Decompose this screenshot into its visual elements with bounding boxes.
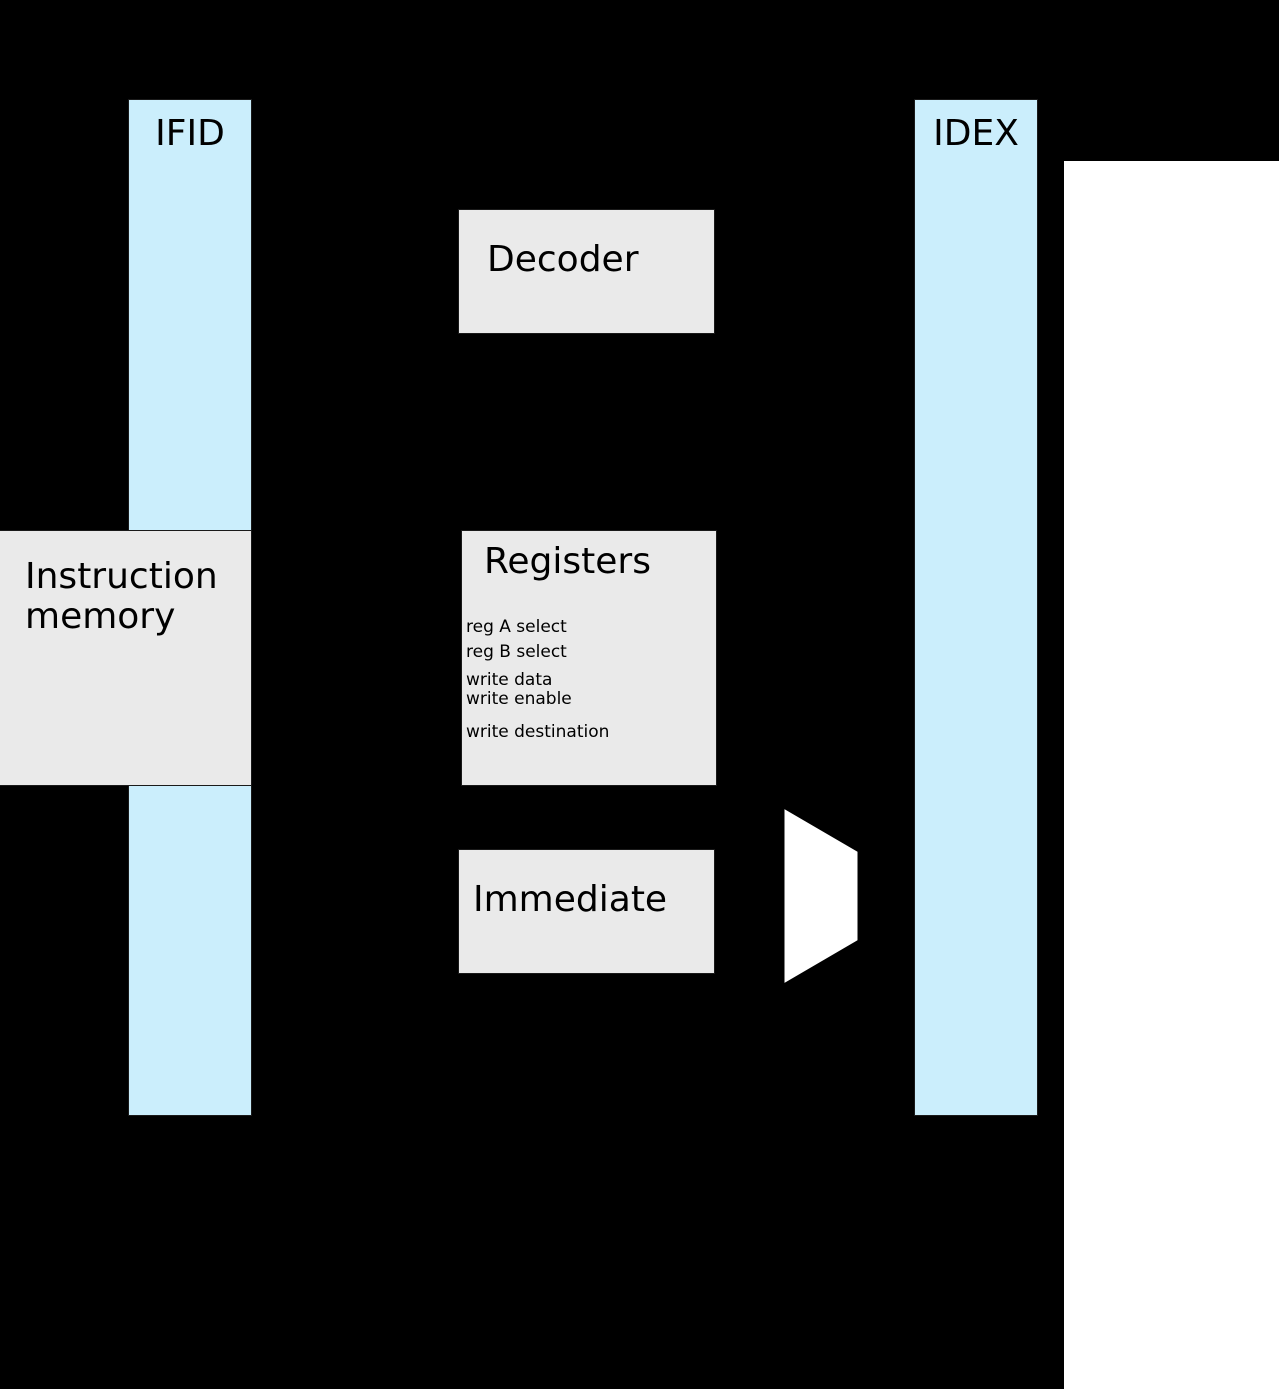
register-port-write-destination: write destination bbox=[466, 722, 610, 742]
unit-decoder[interactable]: Decoder bbox=[458, 209, 715, 334]
register-port-reg-b-select: reg B select bbox=[466, 642, 567, 662]
pipeline-register-ifid-label: IFID bbox=[155, 113, 225, 154]
register-port-write-enable: write enable bbox=[466, 689, 572, 709]
unit-immediate-label: Immediate bbox=[473, 879, 668, 920]
right-white-panel bbox=[1064, 161, 1279, 1389]
unit-decoder-label: Decoder bbox=[487, 239, 639, 280]
register-port-write-data: write data bbox=[466, 670, 553, 690]
pipeline-register-idex[interactable]: IDEX bbox=[914, 99, 1038, 1116]
register-port-reg-a-select: reg A select bbox=[466, 617, 567, 637]
pipeline-register-idex-label: IDEX bbox=[933, 113, 1019, 154]
unit-instruction-memory[interactable]: Instruction memory bbox=[0, 530, 252, 786]
unit-instruction-memory-label: Instruction memory bbox=[25, 556, 218, 638]
operand-mux-shape bbox=[784, 809, 858, 983]
unit-registers-label: Registers bbox=[484, 541, 651, 582]
unit-immediate[interactable]: Immediate bbox=[458, 849, 715, 974]
operand-mux[interactable] bbox=[783, 808, 861, 984]
unit-registers[interactable]: Registers reg A select reg B select writ… bbox=[461, 530, 717, 786]
